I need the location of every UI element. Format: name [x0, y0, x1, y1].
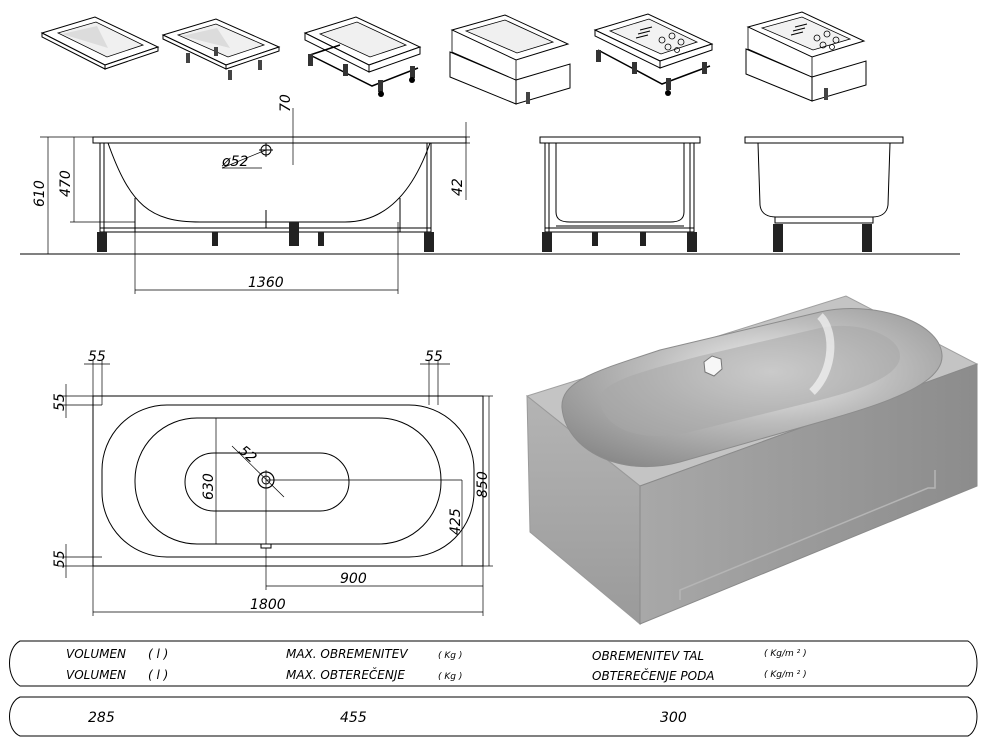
bathtub-frame-wheels-icon [303, 16, 422, 97]
volume-label-1: VOLUMEN [66, 647, 126, 661]
dim-overflow-height: 70 [278, 94, 294, 112]
load-label-2: MAX. OBTEREČENJE [286, 667, 405, 682]
volume-unit-1: ( l ) [148, 647, 168, 661]
bathtub-frame-hydro-icon [593, 13, 714, 96]
dim-rim-height: 470 [58, 170, 74, 197]
load-value: 455 [340, 710, 367, 726]
floor-unit-2: ( Kg/m ² ) [764, 670, 807, 680]
end-elevation-legs-view [744, 136, 904, 252]
floor-label-1: OBREMENITEV TAL [592, 649, 704, 663]
spec-table: VOLUMEN ( l ) VOLUMEN ( l ) MAX. OBREMEN… [9, 640, 978, 737]
dim-plan-total-width: 850 [475, 471, 491, 498]
volume-unit-2: ( l ) [148, 668, 168, 682]
bathtub-plain-icon [40, 16, 160, 70]
overflow-fitting [703, 355, 723, 377]
dim-drain-diameter: ø52 [221, 154, 248, 170]
volume-value: 285 [88, 710, 115, 726]
dim-rim-thickness: 42 [450, 178, 466, 196]
dim-plan-left-leg: 55 [88, 349, 106, 365]
load-label-1: MAX. OBREMENITEV [286, 647, 408, 661]
plan-view: 55 55 55 55 630 52 850 425 900 1800 [52, 349, 493, 616]
floor-unit-1: ( Kg/m ² ) [764, 649, 807, 659]
spec-value-frame [9, 696, 978, 737]
load-unit-2: ( Kg ) [438, 672, 462, 682]
floor-value: 300 [660, 710, 687, 726]
dim-plan-top-edge: 55 [52, 393, 68, 411]
bathtub-panel-hydro-icon [745, 11, 867, 102]
dim-plan-total-length: 1800 [250, 597, 286, 613]
dim-plan-inner-width: 630 [201, 473, 217, 500]
volume-label-2: VOLUMEN [66, 668, 126, 682]
bathtub-panel-icon [449, 14, 571, 105]
dim-plan-drain-length: 900 [340, 571, 367, 587]
tub-rim [92, 136, 467, 144]
load-unit-1: ( Kg ) [438, 651, 462, 661]
dim-plan-bottom-edge: 55 [52, 550, 68, 568]
bathtub-legs-icon [161, 18, 281, 80]
dim-plan-drain-offset: 425 [448, 508, 464, 535]
spec-header-frame [9, 640, 978, 687]
bathtub-3d-render [525, 295, 979, 626]
dim-total-height: 610 [32, 180, 48, 207]
floor-label-2: OBTEREČENJE PODA [592, 668, 715, 683]
side-elevation-view: 610 470 70 ø52 42 1360 [20, 94, 960, 294]
dim-bottom-length: 1360 [248, 275, 284, 291]
end-elevation-frame-view [539, 136, 701, 252]
dim-plan-right-leg: 55 [425, 349, 443, 365]
tub-body [107, 142, 431, 223]
